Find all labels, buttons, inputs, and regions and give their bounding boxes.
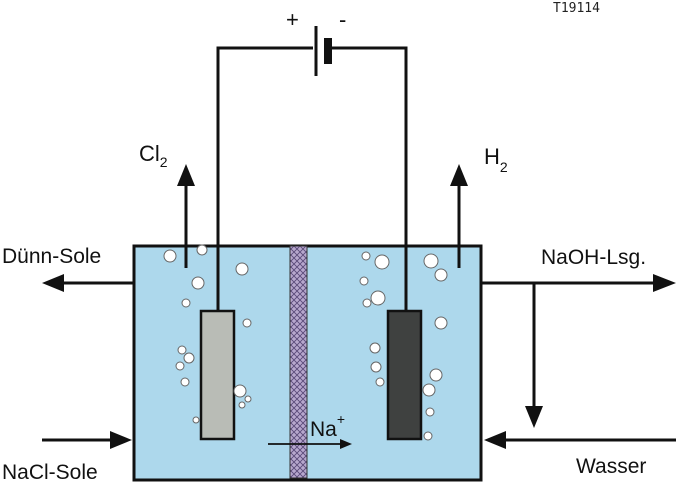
sodium-ion-arrow [268, 439, 352, 449]
battery-minus-label: - [339, 7, 346, 32]
wasser-label: Wasser [576, 455, 646, 478]
circuit-wire-anode [216, 46, 313, 312]
cl2-outlet-arrow [177, 164, 195, 268]
sodium-ion-charge: + [337, 411, 345, 427]
duenn-sole-outlet-arrow [42, 274, 134, 292]
wasser-recycle-arrow [525, 283, 543, 428]
h2-label: H2 [484, 144, 508, 175]
nacl-sole-inlet-arrow [42, 431, 132, 449]
h2-outlet-arrow [450, 164, 468, 268]
cl2-label: Cl2 [139, 141, 168, 170]
wasser-inlet-arrow [484, 431, 676, 449]
gas-bubbles-icon [163, 244, 448, 441]
cl2-subscript: 2 [160, 154, 168, 170]
battery-icon [314, 26, 332, 76]
figure-id: T19114 [553, 1, 600, 16]
battery-plus-label: + [286, 7, 299, 32]
circuit-wire-cathode [330, 46, 408, 312]
h2-subscript: 2 [500, 159, 508, 175]
h2-symbol: H [484, 144, 500, 169]
cathode-electrode [386, 309, 423, 441]
membrane [289, 245, 308, 479]
naoh-label: NaOH-Lsg. [541, 246, 646, 269]
cl2-symbol: Cl [139, 141, 160, 166]
duenn-sole-label: Dünn-Sole [2, 245, 101, 268]
anode-electrode [199, 309, 236, 441]
naoh-outlet-arrow [481, 274, 676, 292]
sodium-ion-symbol: Na [310, 418, 337, 441]
sodium-ion-label: Na+ [310, 411, 345, 441]
nacl-sole-label: NaCl-Sole [2, 461, 98, 484]
